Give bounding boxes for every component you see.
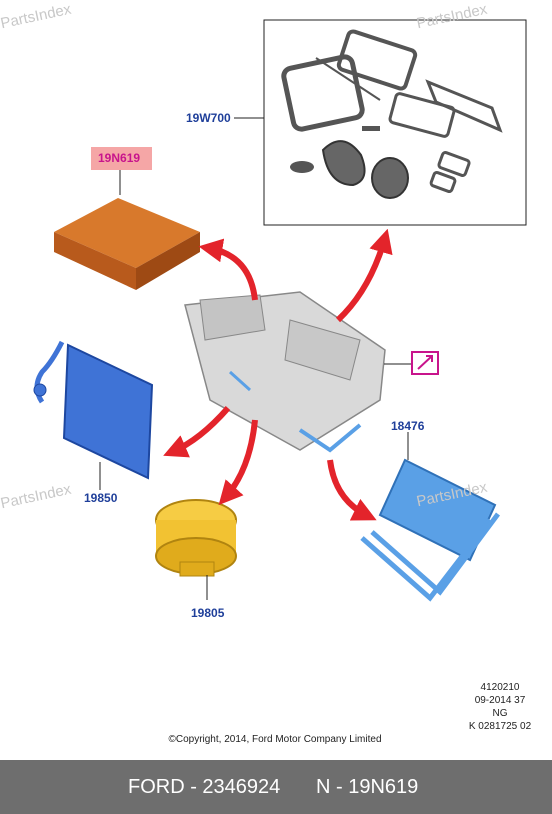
footer-code: N - 19N619 [316,776,419,798]
meta-line: K 0281725 02 [468,721,532,732]
footer-bar: FORD - 2346924 N - 19N619 [0,760,552,814]
blower-motor[interactable] [155,499,237,600]
heater-core[interactable] [360,432,501,602]
label-kit[interactable]: 19W700 [186,111,231,125]
meta-line: 4120210 [480,682,520,693]
footer-brand-part: FORD - 2346924 [128,776,281,798]
parts-diagram [33,19,527,602]
meta-line: NG [492,708,508,719]
cabin-filter[interactable] [54,147,200,290]
explode-arrows [163,228,393,521]
copyright: ©Copyright, 2014, Ford Motor Company Lim… [168,734,382,745]
meta-line: 09-2014 37 [474,695,526,706]
label-evaporator[interactable]: 19850 [84,491,118,505]
diagram-meta: 4120210 09-2014 37 NG K 0281725 02 [460,681,540,733]
label-heater-core[interactable]: 18476 [391,419,425,433]
evaporator[interactable] [33,340,154,490]
hvac-housing [184,291,386,453]
gasket-kit-box [234,19,527,226]
label-blower[interactable]: 19805 [191,606,225,620]
callout-box-icon [384,351,439,375]
label-filter[interactable]: 19N619 [98,151,141,165]
